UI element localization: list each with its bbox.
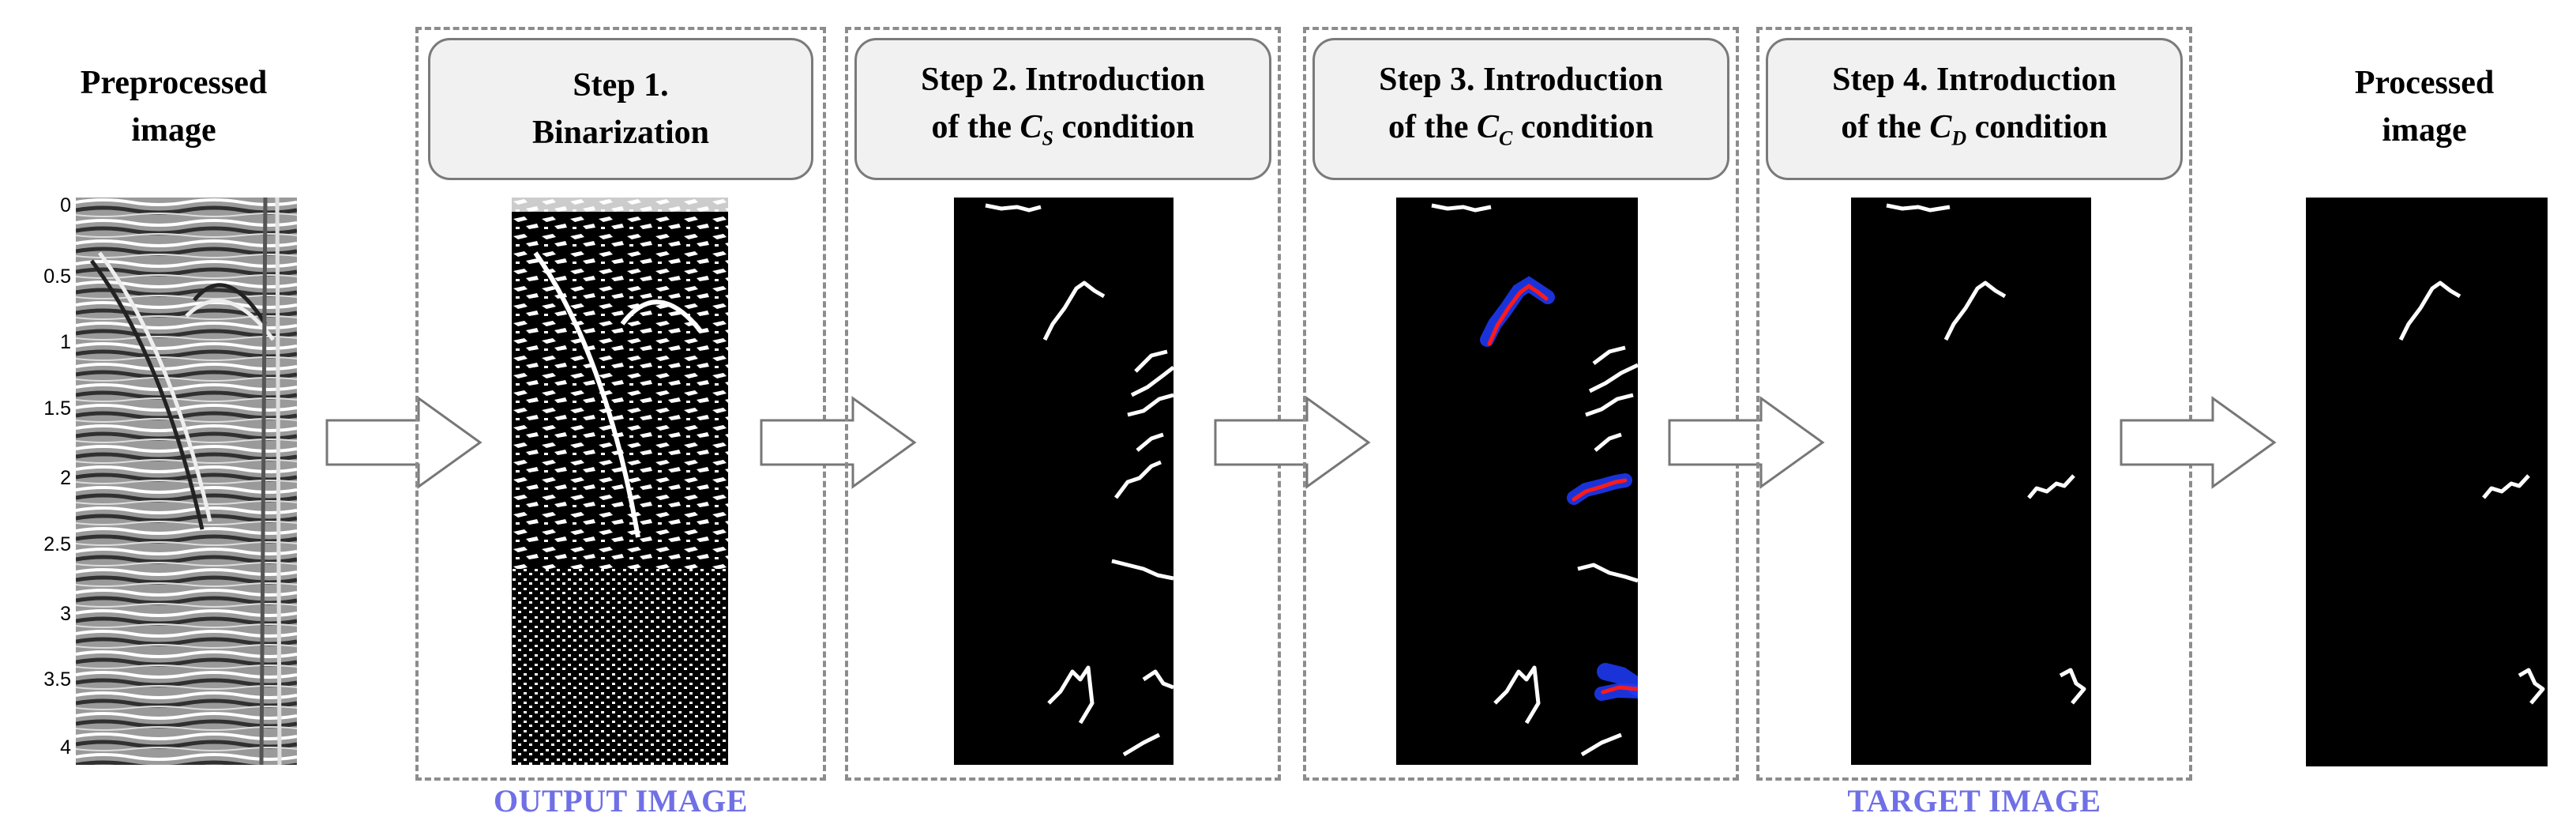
- condition-subscript: D: [1951, 126, 1967, 150]
- cs-condition-image: [954, 198, 1173, 765]
- step-1-box: [415, 27, 826, 781]
- condition-symbol: C: [1929, 108, 1952, 145]
- preprocessed-radargram: [76, 198, 297, 765]
- step-3-box: [1303, 27, 1739, 781]
- condition-subscript: C: [1499, 126, 1513, 150]
- processed-image: [2306, 198, 2548, 766]
- condition-subscript: S: [1042, 126, 1053, 150]
- axis-tick: 2.5: [43, 533, 71, 555]
- preprocessed-image-title: Preprocessed image: [16, 59, 332, 154]
- flow-arrow-icon: [325, 396, 483, 489]
- preprocessed-title-line2: image: [131, 112, 216, 149]
- step-2-header: Step 2. Introduction of the CS condition: [854, 38, 1271, 180]
- step-3-title-line2: of the CC condition: [1388, 108, 1654, 150]
- step-1-header: Step 1. Binarization: [428, 38, 813, 180]
- preprocessed-title-line1: Preprocessed: [80, 65, 268, 101]
- cc-condition-image: [1396, 198, 1638, 765]
- step-2-box: [845, 27, 1281, 781]
- step-3-header: Step 3. Introduction of the CC condition: [1312, 38, 1729, 180]
- step-4-title-line2: of the CD condition: [1841, 108, 2108, 150]
- binarized-image: [512, 198, 728, 765]
- axis-tick: 4: [60, 736, 71, 759]
- output-image-caption: OUTPUT IMAGE: [494, 783, 748, 819]
- axis-tick: 0.5: [43, 265, 71, 288]
- step-2-title-line2: of the CS condition: [931, 108, 1195, 150]
- target-image-caption: TARGET IMAGE: [1847, 783, 2101, 819]
- axis-tick: 0: [60, 194, 71, 216]
- processed-image-title: Processed image: [2274, 59, 2574, 154]
- axis-tick: 3.5: [43, 668, 71, 691]
- flow-arrow-icon: [760, 396, 917, 489]
- step-4-header: Step 4. Introduction of the CD condition: [1766, 38, 2183, 180]
- step-3-title-line1: Step 3. Introduction: [1379, 61, 1663, 98]
- step-1-title-line1: Step 1.: [573, 67, 669, 104]
- processed-title-line1: Processed: [2354, 65, 2495, 101]
- step-4-title-line1: Step 4. Introduction: [1832, 61, 2116, 98]
- step-2-title-line1: Step 2. Introduction: [921, 61, 1205, 98]
- condition-symbol: C: [1477, 108, 1500, 145]
- axis-tick: 1.5: [43, 397, 71, 420]
- cd-condition-image: [1851, 198, 2091, 765]
- axis-tick: 3: [60, 603, 71, 625]
- step-4-box: [1756, 27, 2192, 781]
- flow-arrow-icon: [1214, 396, 1371, 489]
- fitted-curves: [1480, 276, 1638, 701]
- axis-tick: 2: [60, 467, 71, 489]
- flow-arrow-icon: [1668, 396, 1825, 489]
- step-1-title-line2: Binarization: [531, 115, 709, 151]
- axis-tick: 1: [60, 331, 71, 353]
- processed-title-line2: image: [2382, 112, 2467, 149]
- flow-arrow-icon: [2120, 396, 2277, 489]
- condition-symbol: C: [1020, 108, 1042, 145]
